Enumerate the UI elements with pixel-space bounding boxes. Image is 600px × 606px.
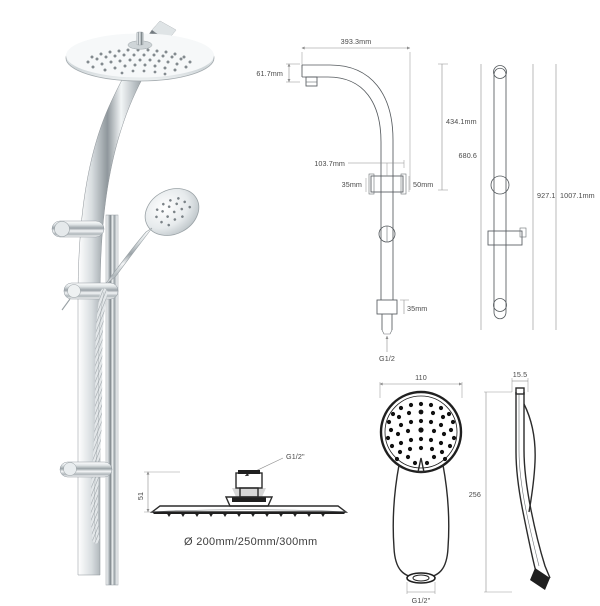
dim-label-g-half-inlet: G1/2 [379, 354, 395, 363]
handheld-shower-photo [103, 188, 200, 287]
dim-label-35-b: 35mm [407, 304, 427, 313]
dim-handle-length: 256 [469, 391, 512, 593]
dim-label-15-5: 15.5 [513, 370, 527, 379]
dim-profile-width: 15.5 [511, 370, 529, 392]
elevation-riser-tube [380, 172, 394, 300]
dim-label-110: 110 [415, 373, 427, 382]
dim-upper-span: 434.1mm [438, 63, 477, 191]
dim-label-1007-1: 1007.1mm [560, 191, 595, 200]
handheld-handle-front [392, 464, 450, 584]
dim-label-50: 50mm [413, 180, 433, 189]
head-section-plate [149, 505, 349, 517]
dim-mid-span: 680.6 [459, 64, 482, 330]
handheld-hose-port [412, 574, 430, 582]
dim-label-680-6: 680.6 [459, 151, 478, 160]
flexible-hose [90, 288, 108, 544]
sliding-bracket-lever [61, 298, 71, 311]
dim-rail-length: 927.1 [532, 64, 556, 330]
dim-diverter-right: 50mm [408, 176, 433, 192]
callout-inlet-thread: G1/2 [379, 335, 395, 363]
dim-label-51: 51 [136, 492, 145, 500]
dim-label-g-half-hose: G1/2" [412, 596, 431, 605]
riser-rail-tube [105, 214, 119, 586]
dim-label-g-half-head: G1/2" [286, 452, 305, 461]
slide-rail-tube [493, 67, 507, 320]
callout-hose-thread: G1/2" [406, 582, 436, 605]
rain-head-section-view: 51 G1/2" [136, 452, 349, 548]
handheld-face-spray-slot [417, 457, 425, 473]
slide-rail-lower-cap [493, 298, 507, 312]
dim-inlet-height: 35mm [400, 299, 427, 314]
handheld-side-view [515, 387, 551, 590]
elevation-inlet [376, 299, 398, 335]
slide-rail-elevation-view: 434.1mm 680.6 927.1 1007.1mm [438, 63, 595, 330]
dim-label-393: 393.3mm [341, 37, 372, 46]
sliding-bracket [61, 282, 119, 311]
dim-face-diameter: 110 [379, 373, 463, 398]
handheld-nozzle-field [385, 401, 457, 466]
rain-head-ball-joint [136, 31, 144, 46]
overhead-rain-shower-head [65, 31, 215, 82]
dim-diverter-offset: 103.7mm [314, 159, 405, 176]
product-photograph-view [51, 20, 215, 586]
dim-arm-drop: 61.7mm [256, 63, 300, 83]
rain-head-nozzle-field [86, 48, 192, 76]
slide-rail-holder [490, 175, 510, 195]
head-section-nozzles [166, 512, 326, 517]
head-diameter-caption: Ø 200mm/250mm/300mm [184, 536, 317, 548]
dim-label-61-7: 61.7mm [256, 69, 283, 78]
dim-label-434-1: 434.1mm [446, 117, 477, 126]
dim-label-256: 256 [469, 490, 481, 499]
dim-label-927-1: 927.1 [537, 191, 556, 200]
wall-elbow-flange [54, 221, 70, 237]
rain-head-top-surface [66, 33, 214, 78]
dim-label-35-a: 35mm [342, 180, 362, 189]
handheld-front-view [379, 390, 463, 474]
handheld-face-photo [144, 188, 200, 236]
riser-rail-elevation-view: 393.3mm 61.7mm [256, 37, 433, 363]
dim-overall-height: 1007.1mm [555, 64, 595, 330]
riser-rail [105, 214, 119, 586]
handheld-nozzles-photo [155, 197, 192, 227]
lower-wall-bracket [59, 461, 113, 478]
elevation-mid-valve [378, 225, 396, 243]
dim-label-103-7: 103.7mm [314, 159, 345, 168]
elevation-shower-arm [301, 64, 394, 172]
flexible-hose-outline [94, 291, 105, 541]
lower-bracket-flange [63, 462, 77, 476]
handheld-shower-view: 110 15.5 256 [379, 370, 551, 605]
dim-diverter-left: 35mm [342, 178, 367, 192]
slide-rail-bracket [487, 227, 527, 246]
wall-mount-elbow [51, 220, 105, 238]
sliding-bracket-knob [67, 284, 81, 298]
slide-rail-upper-cap [493, 65, 507, 79]
